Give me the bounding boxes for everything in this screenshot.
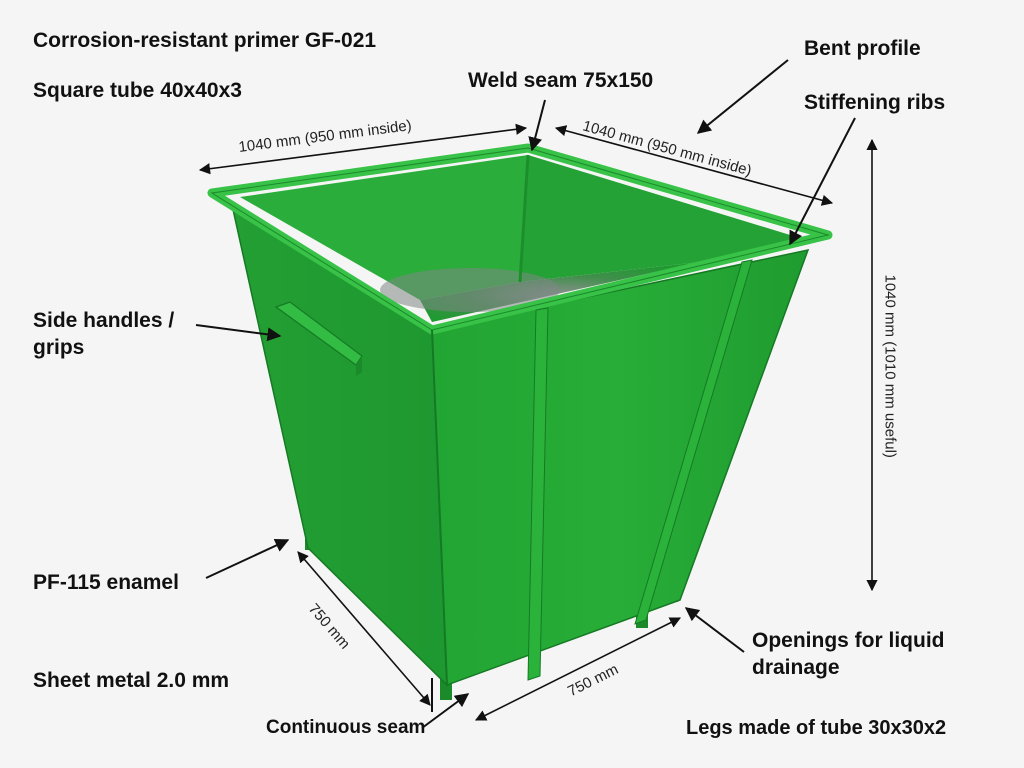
label-side-handles-line2: grips — [33, 335, 85, 359]
arrow-stiffening-ribs — [789, 117, 856, 246]
arrow-weld-seam — [528, 99, 546, 152]
interior-corner-seam — [518, 154, 530, 283]
label-continuous-seam: Continuous seam — [266, 717, 426, 738]
arrow-enamel — [205, 538, 290, 579]
label-openings-line2: drainage — [752, 655, 840, 679]
label-side-handles: Side handles / grips — [33, 308, 174, 362]
label-bent-profile: Bent profile — [804, 37, 921, 60]
dim-text-height: 1040 mm (1010 mm useful) — [881, 274, 899, 458]
interior-shadow — [380, 268, 560, 312]
side-handle — [274, 301, 363, 376]
arrow-bent-profile — [696, 59, 789, 134]
arrow-side-handles — [195, 324, 282, 342]
label-stiffening-ribs: Stiffening ribs — [804, 91, 946, 114]
dimension-lines — [198, 123, 878, 721]
arrow-openings — [684, 607, 745, 653]
label-primer: Corrosion-resistant primer GF-021 — [33, 29, 377, 52]
arrow-continuous-seam — [421, 693, 470, 729]
dim-line-top-left — [198, 123, 528, 175]
label-weld-seam: Weld seam 75x150 — [468, 69, 654, 92]
label-sheet-metal: Sheet metal 2.0 mm — [33, 669, 230, 692]
interior-back-left-wall — [240, 155, 528, 300]
front-corner-edge — [431, 329, 448, 686]
label-legs: Legs made of tube 30x30x2 — [686, 717, 947, 739]
label-square-tube: Square tube 40x40x3 — [33, 79, 242, 102]
dim-line-bottom-right — [474, 617, 682, 721]
dim-line-top-right — [554, 125, 834, 206]
label-openings-line1: Openings for liquid — [752, 629, 945, 652]
label-openings: Openings for liquid drainage — [752, 628, 945, 682]
dim-line-bottom-left — [297, 551, 431, 706]
label-side-handles-line1: Side handles / — [33, 309, 175, 332]
callout-arrows — [195, 59, 856, 729]
handle-end — [356, 356, 362, 376]
label-enamel: PF-115 enamel — [33, 571, 179, 594]
